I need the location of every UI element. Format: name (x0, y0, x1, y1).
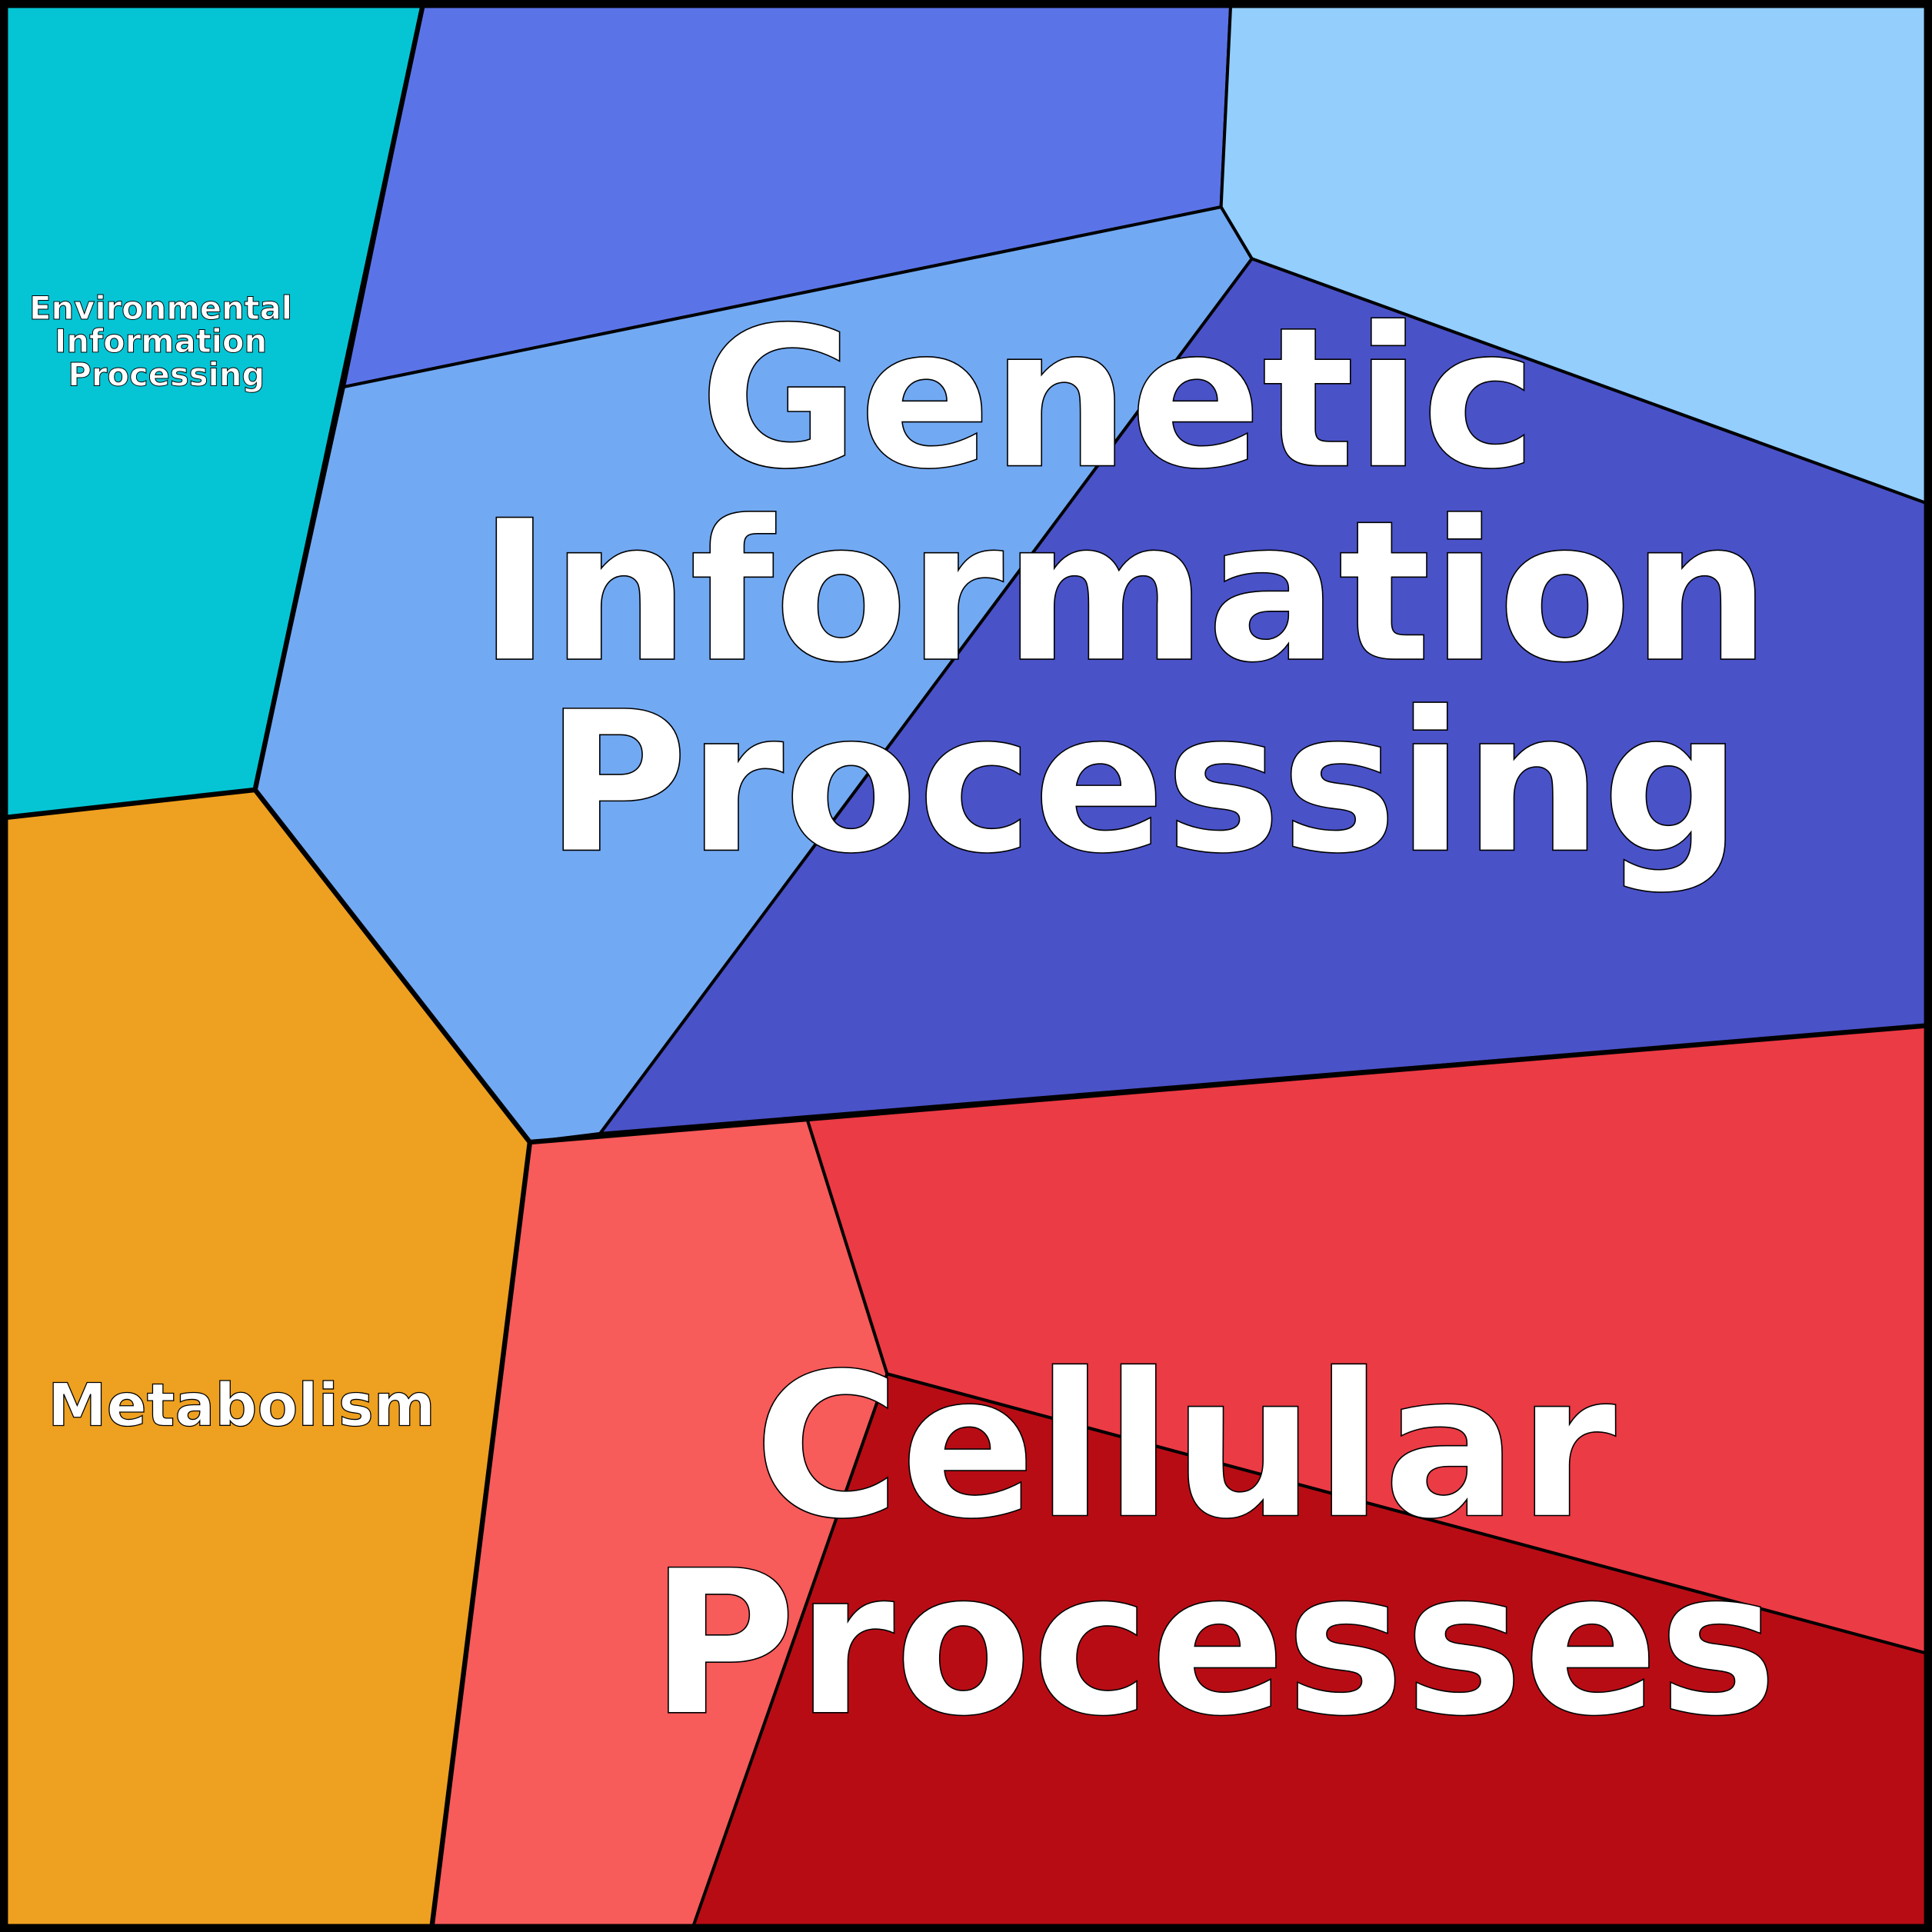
label-genetic-information-processing: Genetic Information Processing (478, 285, 1838, 897)
label-line: Processing (545, 669, 1741, 896)
label-line: Processes (650, 1528, 1777, 1760)
label-line: Genetic (699, 285, 1537, 512)
label-cellular-processes: Cellular Processes (650, 1331, 1777, 1760)
label-line: Cellular (754, 1331, 1617, 1564)
label-line: Information (55, 322, 267, 360)
label-line: Information (478, 478, 1770, 705)
label-line: Processing (68, 355, 265, 393)
category-boundary (0, 0, 427, 821)
category-boundary (529, 1022, 1932, 1145)
cell-genetic-sub-4[interactable] (598, 257, 1932, 1135)
cell-cellular-sub-3[interactable] (689, 1372, 1932, 1932)
label-metabolism: Metabolism (48, 1372, 435, 1441)
label-line: Environmental (29, 289, 292, 327)
label-environmental-information-processing: Environmental Information Processing (29, 289, 303, 394)
